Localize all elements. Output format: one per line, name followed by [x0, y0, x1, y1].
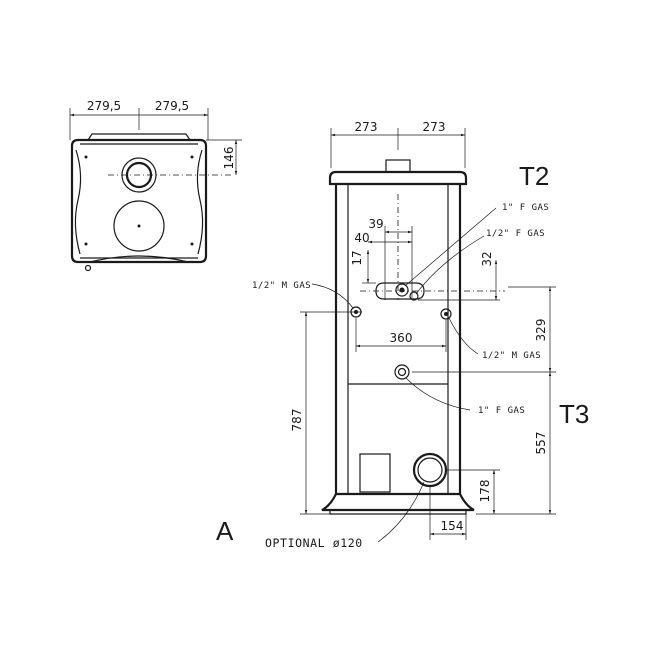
top-view-dot: [190, 242, 194, 246]
front-dim-273-left: 273: [355, 120, 378, 134]
top-view-right-wave: [196, 149, 204, 255]
label-1in-f-gas-bottom: 1" F GAS: [478, 406, 525, 416]
top-view-dot: [84, 242, 88, 246]
front-top-plate: [328, 170, 468, 186]
front-1in-f-gas-bottom: [394, 364, 410, 380]
front-1in-f-gas-top-core: [399, 287, 405, 293]
leader-optional: [377, 481, 425, 543]
label-a: A: [216, 516, 234, 546]
front-1in-f-gas-bottom-inner: [397, 367, 407, 377]
top-view-inner-edges: [80, 143, 198, 259]
leader-1in-f-gas-top: [404, 207, 497, 287]
top-view-chamber: [113, 200, 165, 252]
top-view-dim-left: 279,5: [87, 99, 121, 113]
top-view-dot: [190, 155, 194, 159]
front-dim-40: 40: [354, 231, 369, 245]
front-dim-360: 360: [390, 331, 413, 345]
top-view-chamber-center: [137, 224, 141, 228]
leader-half-in-m-gas-left: [311, 283, 354, 309]
label-half-in-m-gas-right: 1/2" M GAS: [482, 351, 541, 361]
label-t3: T3: [559, 399, 589, 429]
label-1in-f-gas-top: 1" F GAS: [502, 203, 549, 213]
front-dim-39: 39: [368, 217, 383, 231]
front-base-foot: [329, 510, 467, 515]
top-view: 279,5 279,5 146: [69, 99, 242, 272]
front-half-in-f-gas: [409, 291, 419, 301]
leader-1in-f-gas-bottom: [405, 377, 471, 411]
top-view-left-wave: [74, 149, 82, 255]
front-optional-outlet-inner: [417, 457, 443, 483]
front-dim-17: 17: [350, 250, 364, 265]
top-view-foot-knob: [84, 264, 92, 272]
front-dim-329: 329: [534, 319, 548, 342]
front-view: 273 273 39 40 17: [290, 120, 556, 540]
front-dim-154: 154: [441, 519, 464, 533]
front-dim-787: 787: [290, 409, 304, 432]
front-half-in-m-gas-right-core: [444, 312, 448, 316]
front-1in-f-gas-top: [395, 283, 409, 297]
front-dim-557: 557: [534, 432, 548, 455]
top-view-dim-right: 279,5: [155, 99, 189, 113]
front-flue-stub: [385, 159, 411, 173]
top-view-front-arc: [89, 255, 189, 263]
front-dim-32: 32: [480, 251, 494, 266]
top-view-dim-146: 146: [222, 147, 236, 170]
top-view-outline: [70, 138, 208, 264]
label-optional: OPTIONAL ø120: [265, 536, 363, 550]
label-t2: T2: [519, 161, 549, 191]
label-half-in-m-gas-left: 1/2" M GAS: [252, 281, 311, 291]
leader-half-in-m-gas-right: [448, 317, 479, 355]
front-base: [321, 492, 475, 512]
top-view-top-lip: [87, 133, 191, 141]
leader-half-in-f-gas: [415, 235, 485, 295]
front-inspection-window: [359, 453, 391, 493]
front-optional-outlet: [412, 452, 448, 488]
top-view-dot: [84, 155, 88, 159]
front-dim-178: 178: [478, 480, 492, 503]
front-dim-273-right: 273: [423, 120, 446, 134]
front-half-in-m-gas-right: [440, 308, 452, 320]
callouts: 1" F GAS 1/2" F GAS 1/2" M GAS 1/2" M GA…: [252, 203, 549, 550]
label-half-in-f-gas: 1/2" F GAS: [486, 229, 545, 239]
